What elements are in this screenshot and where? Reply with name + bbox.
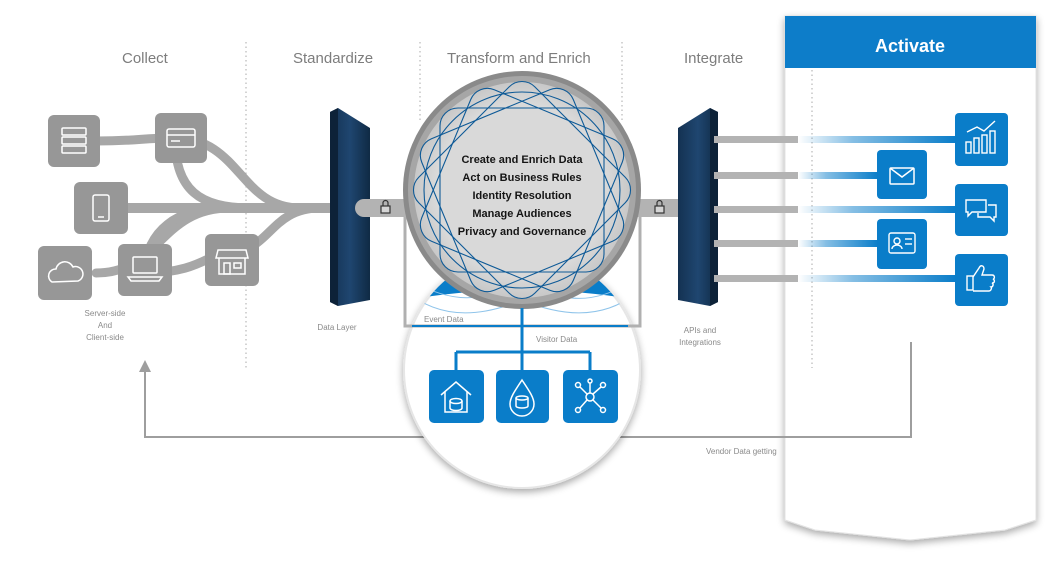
lock-icon (380, 199, 391, 214)
thumbs-up-icon (955, 254, 1008, 306)
apis-label: APIs and Integrations (679, 326, 721, 347)
core-item: Privacy and Governance (457, 226, 587, 238)
activate-header (785, 16, 1036, 68)
lock-icon (654, 199, 665, 214)
stage-collect: Collect (122, 50, 168, 67)
channel-lines (714, 136, 956, 282)
analytics-chart-icon (955, 113, 1008, 166)
visitor-data-label: Visitor Data (536, 335, 578, 344)
laptop-icon (118, 244, 172, 296)
core-item: Act on Business Rules (462, 172, 582, 184)
server-client-label: Server-side And Client-side (84, 309, 126, 342)
store-icon (205, 234, 259, 286)
home-database-icon (429, 370, 484, 423)
stage-integrate: Integrate (684, 50, 744, 67)
loop-arrowhead (139, 360, 151, 372)
server-icon (48, 115, 100, 167)
mobile-icon (74, 182, 128, 234)
core-item: Create and Enrich Data (461, 154, 583, 166)
core-item: Manage Audiences (472, 208, 572, 220)
email-icon (877, 150, 927, 199)
vendor-data-label: Vendor Data getting (706, 447, 777, 456)
data-layer-panel (330, 108, 370, 306)
credit-card-icon (155, 113, 207, 163)
core-item: Identity Resolution (472, 190, 572, 202)
contact-card-icon (877, 219, 927, 269)
core-circle (403, 71, 641, 309)
chat-icon (955, 184, 1008, 236)
network-icon (563, 370, 618, 423)
data-layer-label: Data Layer (317, 323, 357, 332)
visitor-data-tree (454, 308, 592, 372)
stage-standardize: Standardize (293, 50, 374, 67)
cloud-icon (38, 246, 92, 300)
event-data-label: Event Data (424, 315, 464, 324)
stage-transform: Transform and Enrich (447, 50, 591, 67)
integrations-panel (678, 108, 718, 306)
data-drop-icon (496, 370, 549, 423)
stage-activate: Activate (874, 36, 946, 56)
